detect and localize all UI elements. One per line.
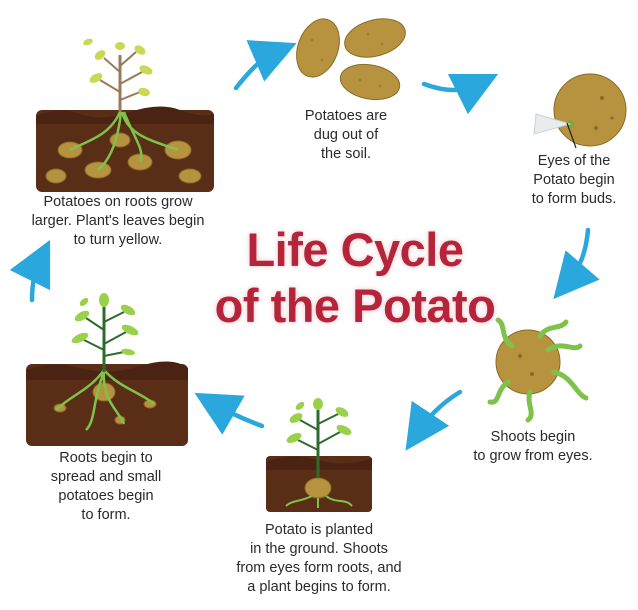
stage-dug-illustration [289, 13, 410, 104]
stage-roots-illustration [26, 293, 188, 446]
arrow-dug-to-eyes [424, 84, 478, 90]
yellow-leaf [88, 71, 104, 85]
caption-roots: Roots begin to spread and small potatoes… [36, 449, 176, 525]
caption-shoots: Shoots begin to grow from eyes. [448, 428, 618, 466]
arrow-eyes-to-shoots [568, 230, 588, 282]
potato-tuber [554, 74, 626, 146]
diagram-title: Life Cycle of the Potato [190, 222, 520, 334]
stage-planted-illustration [266, 398, 372, 512]
potato-tuber [289, 13, 347, 83]
arrow-grow-to-dug [236, 52, 276, 88]
leaf [70, 331, 90, 346]
arrow-shoots-to-planted [418, 392, 460, 432]
seed-potato [305, 478, 331, 498]
caption-eyes: Eyes of the Potato begin to form buds. [514, 152, 634, 209]
caption-grow: Potatoes on roots grow larger. Plant's l… [8, 193, 228, 250]
leaf [285, 431, 303, 445]
caption-planted: Potato is planted in the ground. Shoots … [214, 521, 424, 597]
arrow-planted-to-roots [214, 404, 262, 426]
stage-shoots-illustration [490, 320, 586, 420]
caption-dug: Potatoes are dug out of the soil. [286, 107, 406, 164]
stage-eyes-illustration [534, 74, 626, 148]
arrow-roots-to-grow [32, 260, 40, 300]
stage-grow-illustration [36, 37, 214, 192]
